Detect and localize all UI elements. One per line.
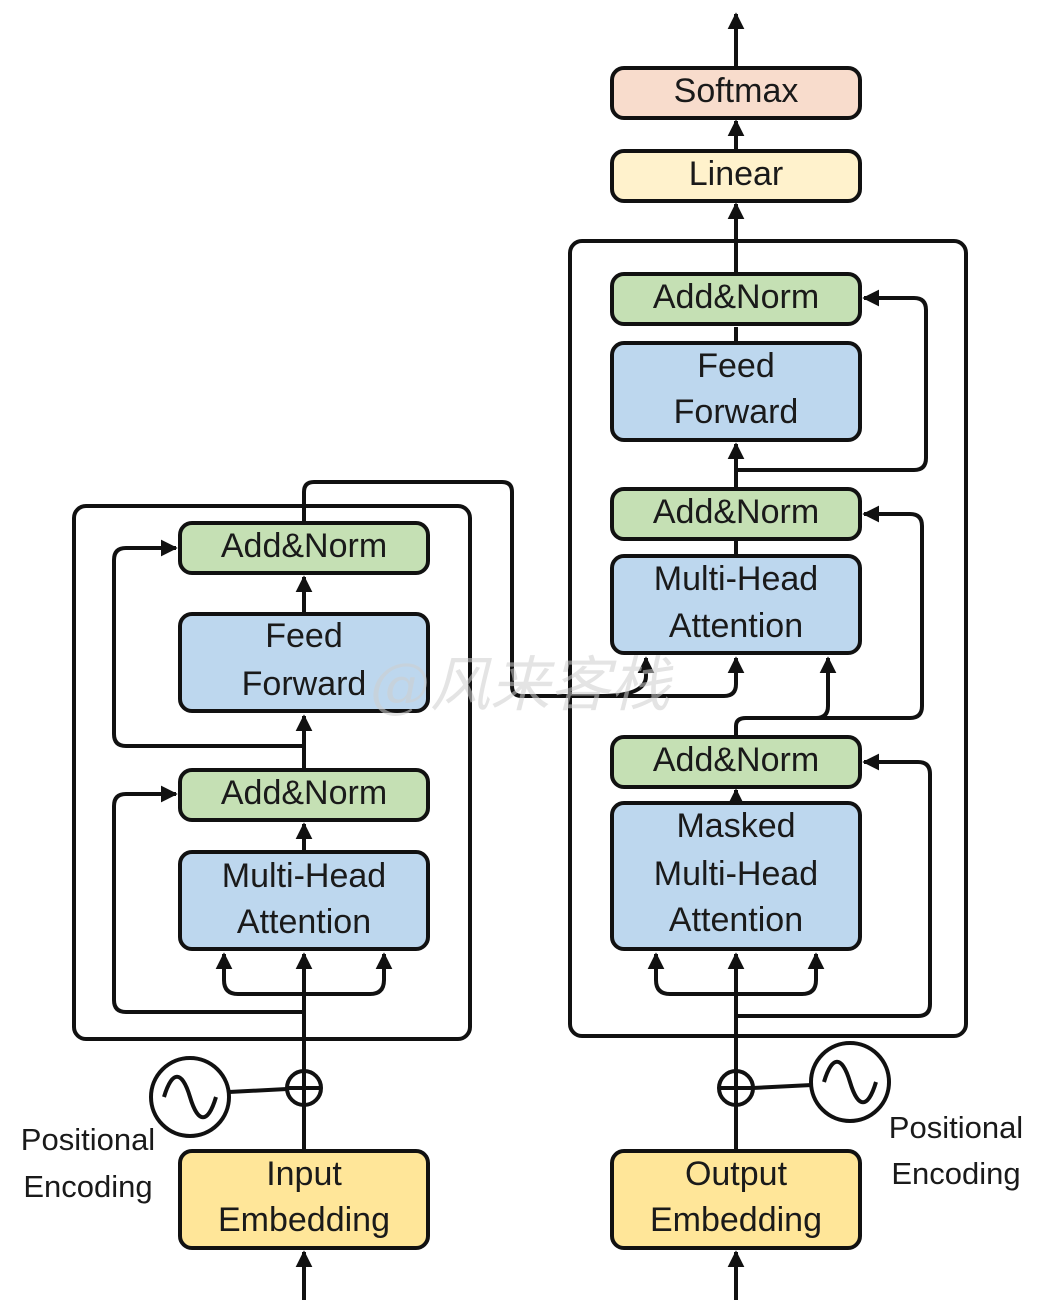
decoder-ff-line1: Feed bbox=[697, 347, 775, 385]
decoder-multi-head-attention: Multi-Head Attention bbox=[610, 554, 862, 655]
encoder-input-embedding: Input Embedding bbox=[178, 1149, 430, 1250]
decoder-residual-1 bbox=[736, 753, 932, 1018]
encoder-to-decoder-line bbox=[302, 480, 745, 698]
decoder-mha-line2: Attention bbox=[669, 607, 803, 645]
decoder-add-norm-top: Add&Norm bbox=[610, 272, 862, 326]
encoder-add-norm-top: Add&Norm bbox=[178, 521, 430, 575]
encoder-sine-wave-icon bbox=[149, 1056, 231, 1138]
decoder-positional-encoding-line1: Positional bbox=[889, 1110, 1023, 1145]
encoder-residual-2 bbox=[112, 539, 304, 748]
encoder-add-norm-bottom-label: Add&Norm bbox=[221, 774, 387, 812]
linear-box: Linear bbox=[610, 149, 862, 203]
decoder-add-norm-bottom: Add&Norm bbox=[610, 735, 862, 789]
decoder-frame bbox=[568, 239, 968, 1038]
encoder-mha-line2: Attention bbox=[237, 903, 371, 941]
decoder-output-embedding-line1: Output bbox=[685, 1155, 788, 1193]
encoder-positional-encoding-line2: Encoding bbox=[23, 1169, 152, 1204]
decoder-add-norm-bottom-label: Add&Norm bbox=[653, 741, 819, 779]
decoder-mha-line1: Multi-Head bbox=[654, 560, 818, 598]
decoder-residual-3 bbox=[736, 289, 928, 472]
watermark-text: @风来客栈 bbox=[370, 651, 674, 721]
decoder-add-norm-mid-label: Add&Norm bbox=[653, 493, 819, 531]
decoder-masked-attention: Masked Multi-Head Attention bbox=[610, 801, 862, 951]
decoder-masked-line1: Masked bbox=[676, 807, 795, 845]
encoder-input-embedding-line2: Embedding bbox=[218, 1201, 390, 1239]
encoder-feed-forward: Feed Forward bbox=[178, 612, 430, 713]
decoder-masked-line2: Multi-Head bbox=[654, 855, 818, 893]
encoder-add-norm-top-label: Add&Norm bbox=[221, 527, 387, 565]
encoder-positional-encoding-line1: Positional bbox=[21, 1122, 155, 1157]
decoder-add-norm-top-label: Add&Norm bbox=[653, 278, 819, 316]
decoder-sine-wave-icon bbox=[809, 1041, 891, 1123]
encoder-frame bbox=[72, 504, 472, 1041]
linear-label: Linear bbox=[689, 155, 784, 193]
decoder-add-norm-mid: Add&Norm bbox=[610, 487, 862, 541]
encoder-ff-line1: Feed bbox=[265, 617, 343, 655]
decoder-feed-forward: Feed Forward bbox=[610, 341, 862, 442]
encoder-input-embedding-line1: Input bbox=[266, 1155, 342, 1193]
encoder-add-norm-bottom: Add&Norm bbox=[178, 768, 430, 822]
softmax-label: Softmax bbox=[674, 72, 799, 110]
softmax-box: Softmax bbox=[610, 66, 862, 120]
encoder-ff-line2: Forward bbox=[242, 665, 367, 703]
encoder-mha-line1: Multi-Head bbox=[222, 857, 386, 895]
encoder-multi-head-attention: Multi-Head Attention bbox=[178, 850, 430, 951]
decoder-output-embedding: Output Embedding bbox=[610, 1149, 862, 1250]
decoder-output-embedding-line2: Embedding bbox=[650, 1201, 822, 1239]
decoder-ff-line2: Forward bbox=[674, 393, 799, 431]
decoder-masked-line3: Attention bbox=[669, 901, 803, 939]
encoder-residual-1 bbox=[112, 785, 304, 1014]
decoder-positional-encoding-line2: Encoding bbox=[891, 1156, 1020, 1191]
decoder-residual-2 bbox=[746, 505, 924, 720]
